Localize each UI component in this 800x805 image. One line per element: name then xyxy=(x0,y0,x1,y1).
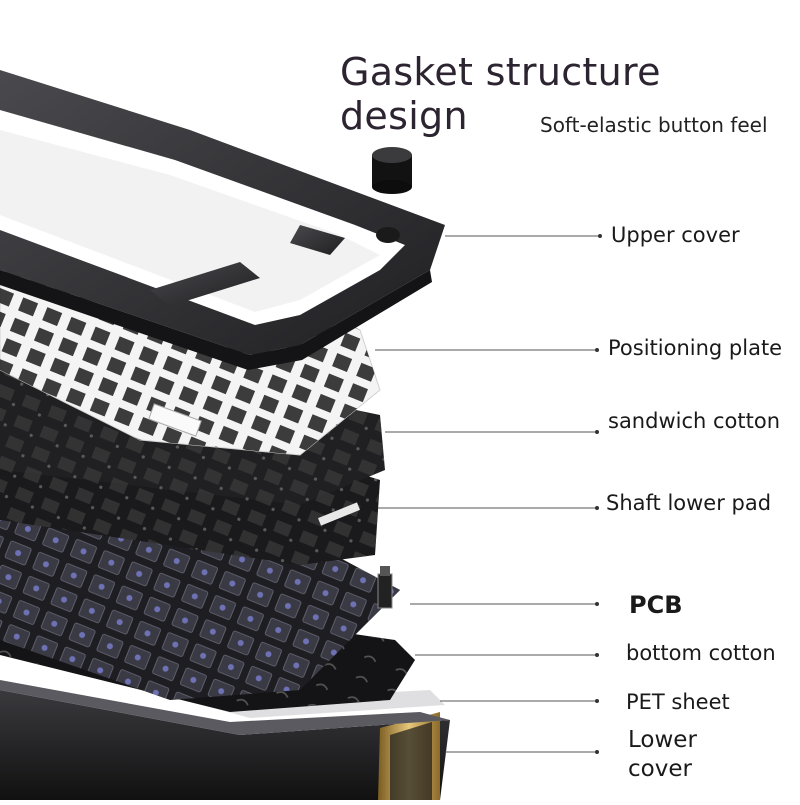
leader-dot-pcb xyxy=(595,602,599,606)
volume-knob xyxy=(372,147,412,194)
leader-dot-pet-sheet xyxy=(595,699,599,703)
label-positioning-plate: Positioning plate xyxy=(608,336,783,360)
label-sandwich-cotton: sandwich cotton xyxy=(608,409,781,433)
label-bottom-cotton: bottom cotton xyxy=(626,641,776,665)
label-pet-sheet: PET sheet xyxy=(626,690,730,714)
leader-lines xyxy=(375,234,602,754)
leader-dot-positioning-plate xyxy=(595,348,599,352)
diagram-title: Gasket structure design xyxy=(340,50,661,138)
label-upper-cover: Upper cover xyxy=(611,223,740,247)
leader-dot-lower-cover xyxy=(595,750,599,754)
leader-dot-bottom-cotton xyxy=(595,653,599,657)
label-lower-cover: Lower cover xyxy=(628,727,697,782)
diagram-subtitle: Soft-elastic button feel xyxy=(540,113,768,137)
label-pcb: PCB xyxy=(629,591,683,619)
label-shaft-lower-pad: Shaft lower pad xyxy=(606,491,772,515)
leader-dot-sandwich-cotton xyxy=(595,430,599,434)
lower-cover-layer xyxy=(0,680,450,800)
upper-cover-layer xyxy=(0,70,445,370)
leader-dot-shaft-lower-pad xyxy=(595,506,599,510)
leader-dot-upper-cover xyxy=(598,234,602,238)
